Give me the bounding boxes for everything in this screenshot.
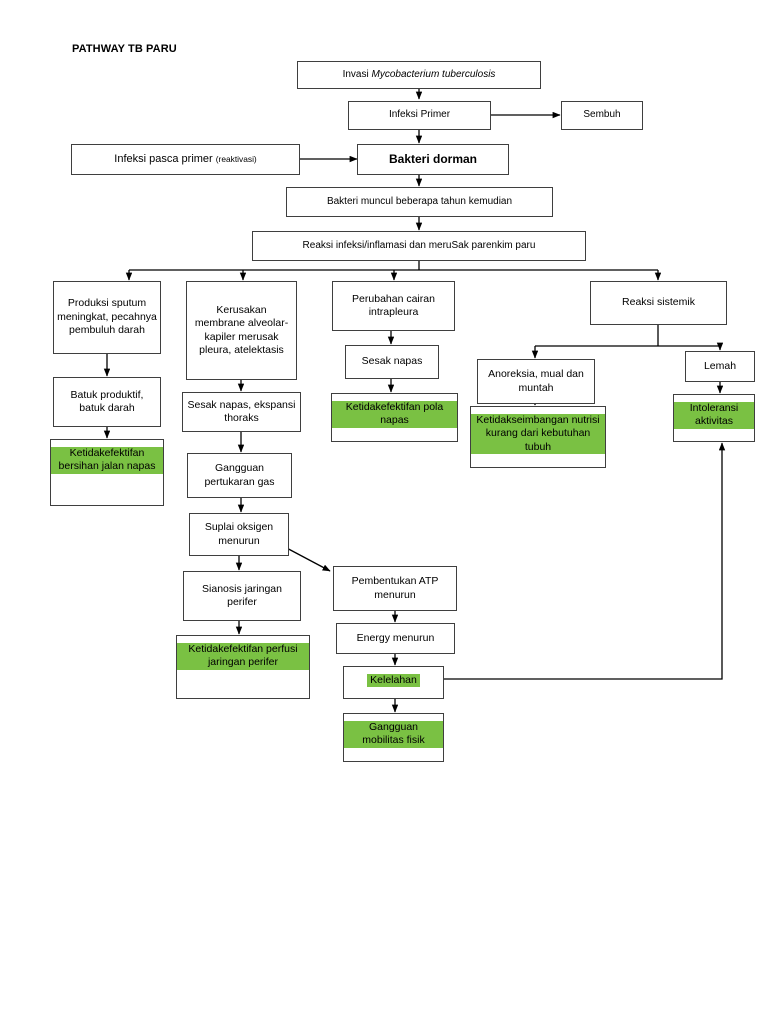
node-suplai-oksigen-label: Suplai oksigen menurun <box>204 521 274 547</box>
node-suplai-oksigen[interactable]: Suplai oksigen menurun <box>189 513 289 556</box>
node-energy-menurun[interactable]: Energy menurun <box>336 623 455 654</box>
node-pembentukan-atp[interactable]: Pembentukan ATP menurun <box>333 566 457 611</box>
node-anoreksia-label: Anoreksia, mual dan muntah <box>488 368 584 394</box>
node-sesak-napas[interactable]: Sesak napas <box>345 345 439 379</box>
node-gangguan-mobilitas[interactable]: Gangguan mobilitas fisik <box>343 713 444 762</box>
node-invasi-label: Invasi <box>342 68 372 80</box>
node-ketidakseimbangan-nutrisi-label: Ketidakseimbangan nutrisi kurang dari ke… <box>471 414 605 455</box>
node-infeksi-primer[interactable]: Infeksi Primer <box>348 101 491 130</box>
node-gangguan-mobilitas-label: Gangguan mobilitas fisik <box>344 721 443 748</box>
node-reaksi-sistemik-label: Reaksi sistemik <box>622 296 695 309</box>
node-perubahan-cairan-label: Perubahan cairan intrapleura <box>352 292 435 318</box>
node-ketidakseimbangan-nutrisi[interactable]: Ketidakseimbangan nutrisi kurang dari ke… <box>470 406 606 468</box>
node-invasi-italic: Mycobacterium tuberculosis <box>371 68 496 80</box>
node-bakteri-muncul[interactable]: Bakteri muncul beberapa tahun kemudian <box>286 187 553 217</box>
node-sesak-ekspansi-label: Sesak napas, ekspansi thoraks <box>187 398 296 424</box>
node-kelelahan[interactable]: Kelelahan <box>343 666 444 699</box>
node-anoreksia[interactable]: Anoreksia, mual dan muntah <box>477 359 595 404</box>
node-gangguan-pertukaran-gas-label: Gangguan pertukaran gas <box>204 462 275 488</box>
node-reaksi-infeksi-label: Reaksi infeksi/inflamasi dan meruSak par… <box>302 239 536 251</box>
node-pembentukan-atp-label: Pembentukan ATP menurun <box>351 575 439 601</box>
node-batuk-produktif[interactable]: Batuk produktif, batuk darah <box>53 377 161 427</box>
node-reaksi-infeksi[interactable]: Reaksi infeksi/inflamasi dan meruSak par… <box>252 231 586 261</box>
node-ketidakefektifan-pola-napas[interactable]: Ketidakefektifan pola napas <box>331 393 458 442</box>
node-energy-menurun-label: Energy menurun <box>356 631 435 644</box>
node-produksi-sputum[interactable]: Produksi sputum meningkat, pecahnya pemb… <box>53 281 161 354</box>
node-sembuh[interactable]: Sembuh <box>561 101 643 130</box>
node-reaksi-sistemik[interactable]: Reaksi sistemik <box>590 281 727 325</box>
node-perubahan-cairan[interactable]: Perubahan cairan intrapleura <box>332 281 455 331</box>
node-sembuh-label: Sembuh <box>583 109 621 121</box>
node-intoleransi-aktivitas-label: Intoleransi aktivitas <box>674 402 754 429</box>
node-gangguan-pertukaran-gas[interactable]: Gangguan pertukaran gas <box>187 453 292 498</box>
node-ketidakefektifan-perfusi-label: Ketidakefektifan perfusi jaringan perife… <box>177 643 309 670</box>
node-invasi[interactable]: Invasi Mycobacterium tuberculosis <box>297 61 541 89</box>
node-kelelahan-label: Kelelahan <box>367 674 420 688</box>
node-bakteri-dorman-label: Bakteri dorman <box>388 151 478 166</box>
node-infeksi-pasca-primer[interactable]: Infeksi pasca primer (reaktivasi) <box>71 144 300 175</box>
node-sianosis-label: Sianosis jaringan perifer <box>202 582 282 608</box>
node-lemah[interactable]: Lemah <box>685 351 755 382</box>
node-ketidakefektifan-perfusi[interactable]: Ketidakefektifan perfusi jaringan perife… <box>176 635 310 699</box>
node-sesak-ekspansi[interactable]: Sesak napas, ekspansi thoraks <box>182 392 301 432</box>
node-bakteri-muncul-label: Bakteri muncul beberapa tahun kemudian <box>326 195 513 207</box>
node-lemah-label: Lemah <box>703 359 737 372</box>
node-kerusakan-membrane[interactable]: Kerusakan membrane alveolar-kapiler meru… <box>186 281 297 380</box>
node-bakteri-dorman[interactable]: Bakteri dorman <box>357 144 509 175</box>
node-produksi-sputum-label: Produksi sputum meningkat, pecahnya pemb… <box>57 297 157 337</box>
node-ketidakefektifan-bersihan[interactable]: Ketidakefektifan bersihan jalan napas <box>50 439 164 506</box>
node-batuk-produktif-label: Batuk produktif, batuk darah <box>70 388 144 414</box>
node-ketidakefektifan-bersihan-label: Ketidakefektifan bersihan jalan napas <box>51 447 163 474</box>
node-sesak-napas-label: Sesak napas <box>361 355 423 368</box>
node-intoleransi-aktivitas[interactable]: Intoleransi aktivitas <box>673 394 755 442</box>
node-infeksi-pasca-label: Infeksi pasca primer <box>114 153 216 166</box>
node-infeksi-pasca-sub: (reaktivasi) <box>215 154 257 165</box>
page-title: PATHWAY TB PARU <box>72 43 177 55</box>
node-ketidakefektifan-pola-napas-label: Ketidakefektifan pola napas <box>332 401 457 428</box>
node-sianosis[interactable]: Sianosis jaringan perifer <box>183 571 301 621</box>
node-infeksi-primer-label: Infeksi Primer <box>388 109 451 121</box>
node-kerusakan-membrane-label: Kerusakan membrane alveolar-kapiler meru… <box>194 303 289 356</box>
